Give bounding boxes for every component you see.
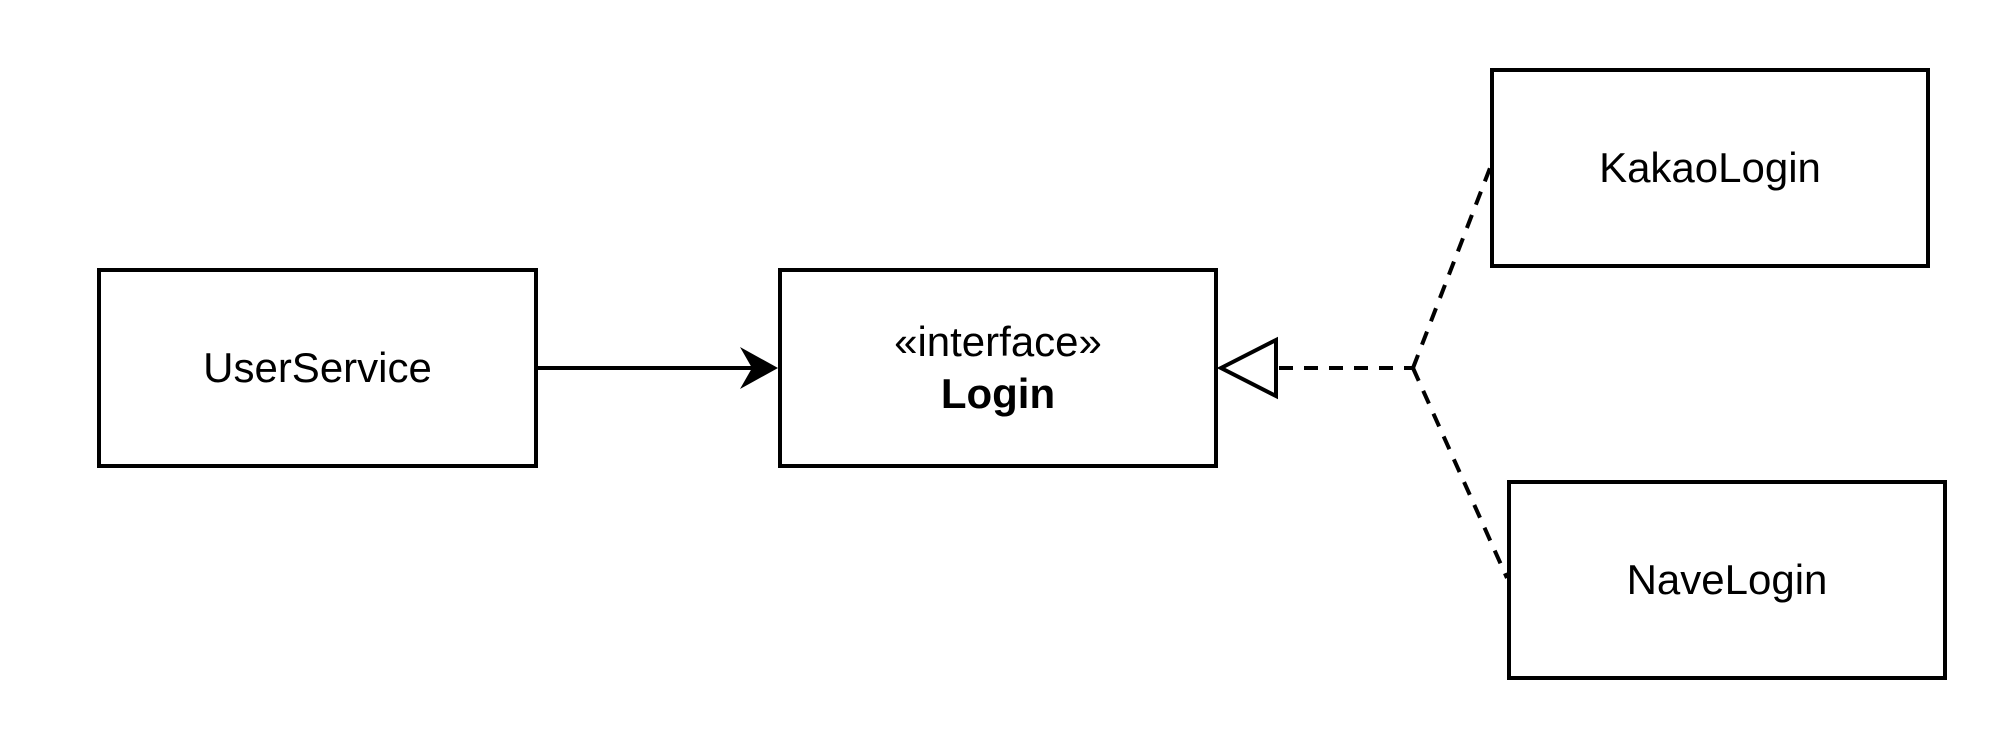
navelogin-label: NaveLogin [1626,556,1828,603]
edge-navelogin-realization [1411,367,1509,579]
edge-realization-shared-segment [1216,336,1413,400]
edge-kakaologin-realization [1411,167,1492,369]
kakaologin-dashed-line [1411,167,1492,369]
navelogin-dashed-line [1411,367,1509,579]
node-userservice: UserService [97,268,538,468]
node-kakaologin: KakaoLogin [1490,68,1930,268]
hollow-triangle-arrowhead-icon [1216,336,1278,400]
edge-userservice-to-login [538,347,778,389]
node-login-interface: «interface» Login [778,268,1218,468]
node-navelogin: NaveLogin [1507,480,1947,680]
filled-arrowhead-icon [740,347,778,389]
login-stereotype-label: «interface» [894,318,1102,365]
kakaologin-label: KakaoLogin [1599,144,1821,191]
userservice-label: UserService [203,344,432,391]
login-label: Login [940,370,1056,417]
